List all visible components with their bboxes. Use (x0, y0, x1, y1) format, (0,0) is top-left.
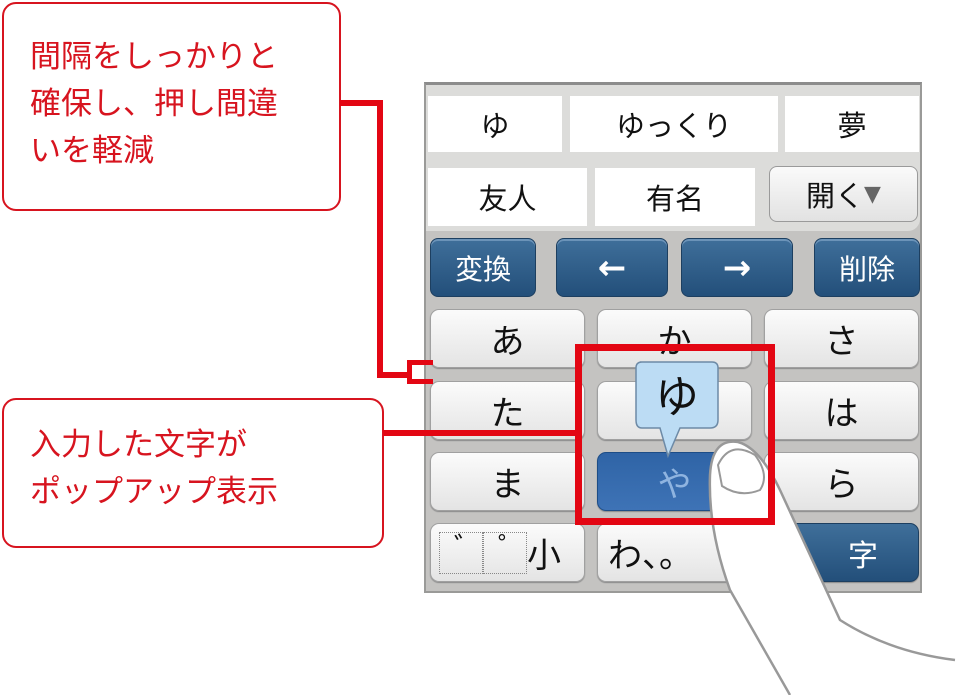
dakuten-small-key[interactable]: ゛ ゜ 小 (430, 523, 585, 582)
spacing-bracket (407, 360, 433, 384)
dakuten: ゛ (439, 531, 483, 574)
convert-key[interactable]: 変換 (430, 238, 536, 297)
callout-line: 確保し、押し間違 (30, 86, 278, 122)
callout-line: 入力した文字が (30, 427, 247, 463)
leader-line (383, 430, 577, 436)
left-arrow-key[interactable]: ← (556, 238, 668, 297)
key-sa[interactable]: さ (764, 309, 919, 368)
leader-line (377, 100, 383, 378)
small-label: 小 (527, 536, 561, 576)
key-popup-bubble (635, 361, 719, 459)
popup-char: ゆ (655, 372, 699, 423)
callout-line: いを軽減 (30, 133, 154, 169)
key-ha[interactable]: は (764, 381, 919, 440)
leader-line (377, 372, 409, 378)
callout-spacing: 間隔をしっかりと 確保し、押し間違 いを軽減 (2, 2, 341, 211)
candidate[interactable]: 友人 (428, 168, 587, 226)
key-ma[interactable]: ま (430, 452, 585, 511)
candidate[interactable]: 夢 (785, 96, 919, 152)
key-ra[interactable]: ら (764, 452, 919, 511)
right-arrow-key[interactable]: → (681, 238, 793, 297)
candidate[interactable]: 有名 (595, 168, 755, 226)
key-ka[interactable]: か (597, 309, 752, 368)
key-a[interactable]: あ (430, 309, 585, 368)
callout-popup: 入力した文字が ポップアップ表示 (2, 398, 384, 548)
open-label: 開く (806, 179, 865, 213)
candidate[interactable]: ゆっくり (570, 96, 778, 152)
candidate-area: ゆ ゆっくり 夢 友人 有名 開く ▼ (426, 85, 920, 231)
triangle-down-icon: ▼ (864, 181, 881, 207)
handakuten: ゜ (483, 531, 527, 574)
callout-line: ポップアップ表示 (30, 474, 278, 510)
callout-line: 間隔をしっかりと (30, 39, 278, 75)
highlight-box (575, 344, 775, 525)
open-candidates-button[interactable]: 開く ▼ (769, 166, 918, 222)
delete-key[interactable]: 削除 (814, 238, 920, 297)
leader-line (340, 100, 382, 106)
candidate[interactable]: ゆ (428, 96, 562, 152)
